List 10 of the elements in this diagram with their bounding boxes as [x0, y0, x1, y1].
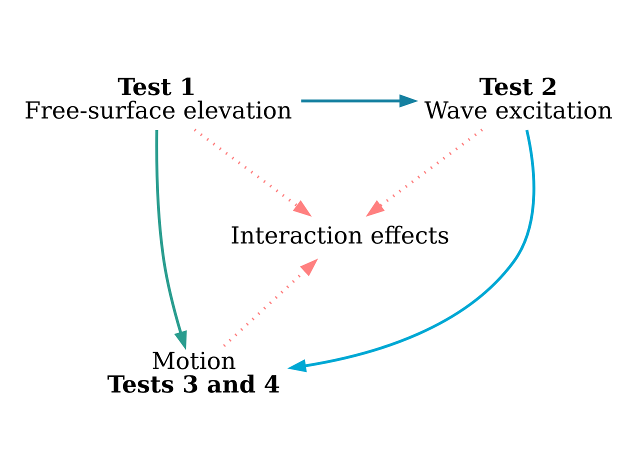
arrow: [287, 129, 536, 372]
arrow: [155, 130, 187, 350]
node-text: Interaction effects: [230, 221, 450, 250]
arrow: [223, 258, 318, 346]
arrow: [301, 94, 418, 108]
node-text: Motion Tests 3 and 4: [107, 346, 280, 398]
arrow: [194, 128, 312, 216]
arrow: [366, 128, 484, 216]
node-text: Test 1 Free-surface elevation: [24, 72, 292, 124]
node-text: Test 2 Wave excitation: [424, 72, 613, 124]
